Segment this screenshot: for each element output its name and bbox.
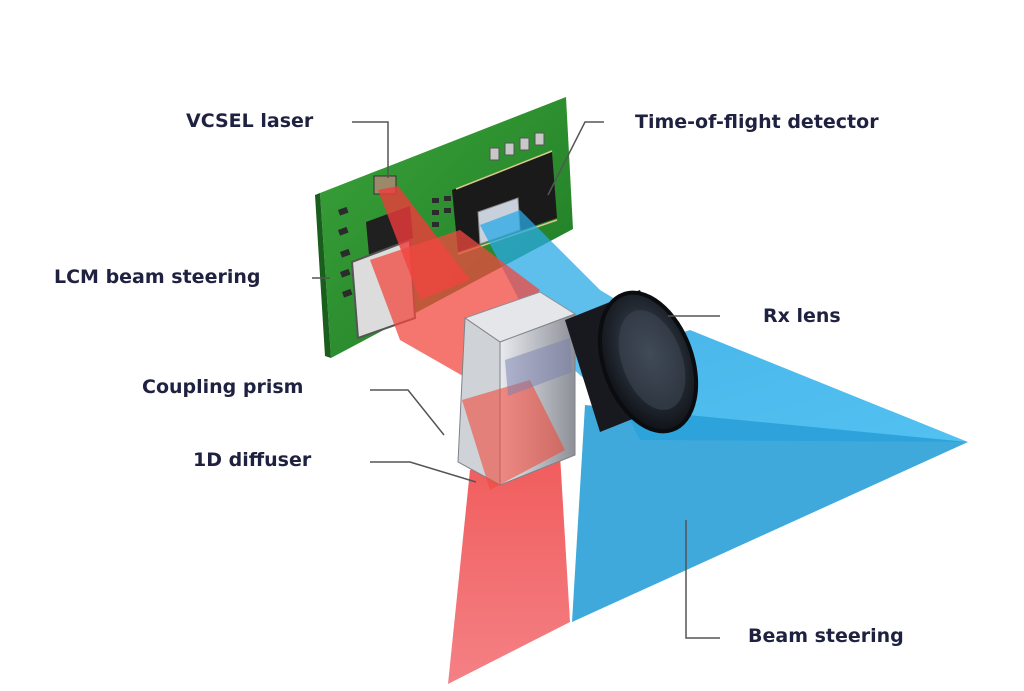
coupling-prism-label: Coupling prism [142, 376, 304, 398]
rx-lens [565, 290, 699, 434]
tof-detector-label: Time-of-flight detector [635, 111, 879, 133]
leader-diffuser [370, 461, 477, 483]
diffuser-1d-label: 1D diffuser [193, 449, 312, 471]
leader-prism [370, 389, 445, 436]
rx-lens-label: Rx lens [763, 305, 841, 327]
leader-beam-steering [685, 520, 720, 639]
vcsel-laser-label: VCSEL laser [186, 110, 314, 132]
coupling-prism [457, 291, 577, 490]
lcm-beam-steering-label: LCM beam steering [54, 266, 261, 288]
leader-tof [547, 121, 604, 196]
leader-lines [312, 121, 720, 639]
leader-vcsel [352, 121, 389, 178]
beam-steering-label: Beam steering [748, 625, 904, 647]
